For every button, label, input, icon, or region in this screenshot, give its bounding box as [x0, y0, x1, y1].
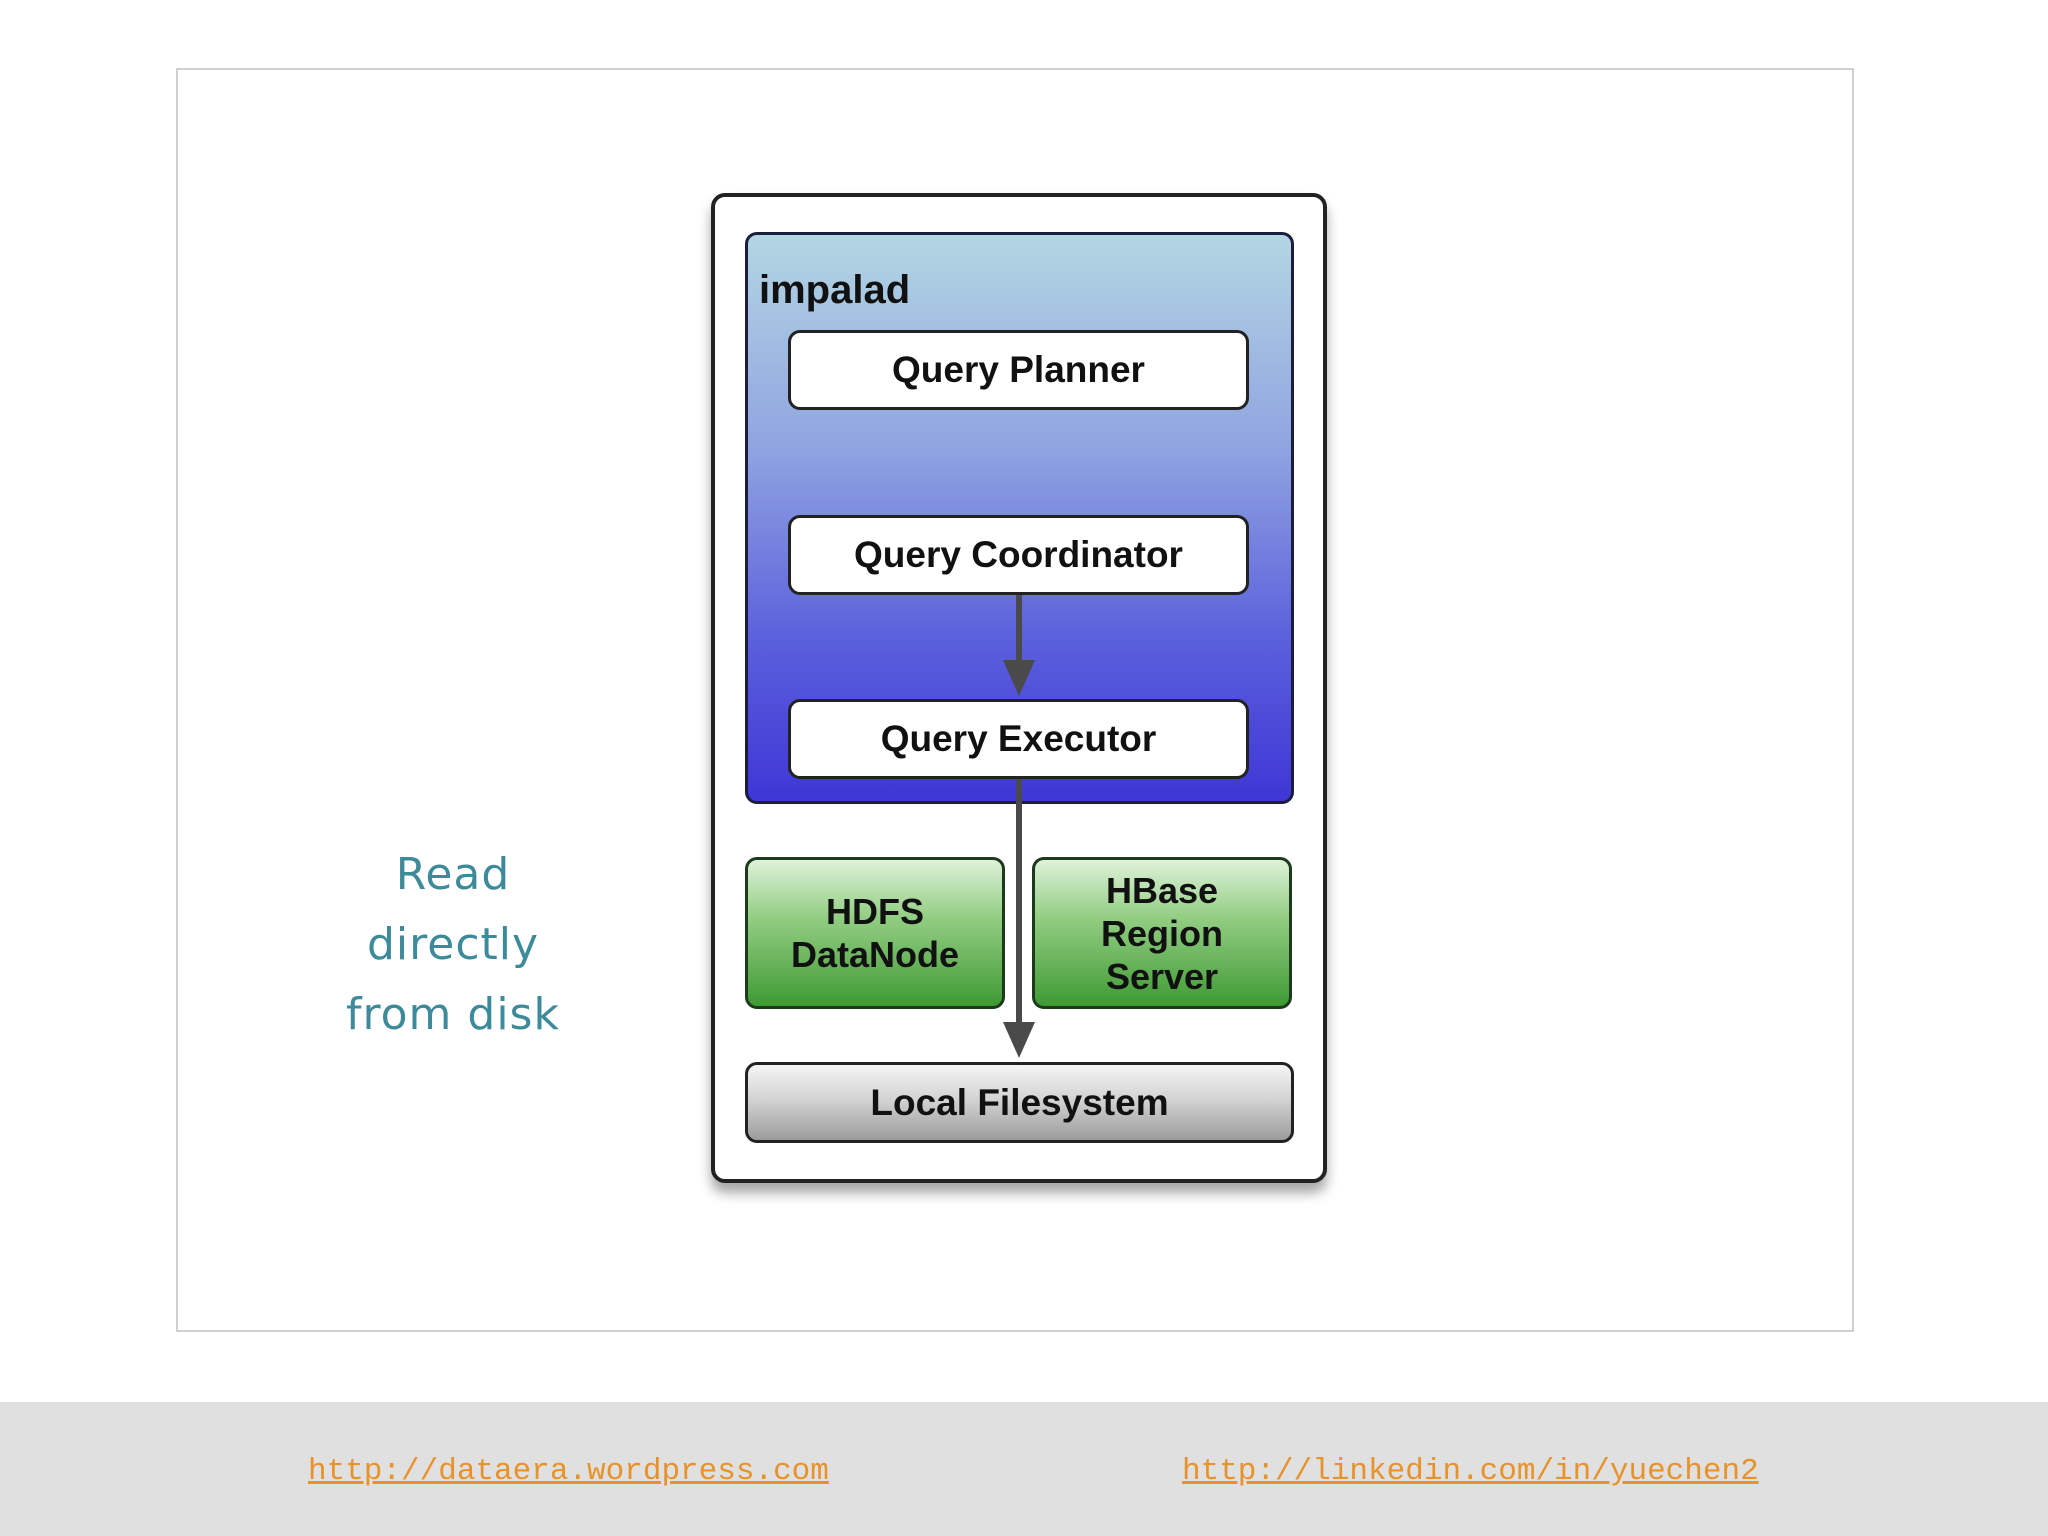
hbase-label-line-1: HBase	[1105, 869, 1219, 911]
footer-link-blog[interactable]: http://dataera.wordpress.com	[308, 1454, 829, 1489]
hbase-label-line-3: Server	[1105, 955, 1219, 997]
impalad-label: impalad	[759, 268, 911, 312]
footer-link-linkedin[interactable]: http://linkedin.com/in/yuechen2	[1182, 1454, 1759, 1489]
footer-band	[0, 1402, 2048, 1536]
hdfs-label-line-1: HDFS	[826, 891, 924, 932]
query-executor-box: Query Executor	[788, 699, 1249, 779]
hbase-region-server-box: HBase Region Server	[1032, 857, 1292, 1009]
side-note-line-1: Read	[395, 849, 511, 900]
query-executor-label: Query Executor	[880, 718, 1157, 759]
side-note-line-2: directly	[366, 919, 540, 970]
hdfs-label-line-2: DataNode	[790, 934, 960, 975]
query-planner-label: Query Planner	[892, 349, 1145, 390]
side-note-line-3: from disk	[346, 989, 560, 1040]
local-filesystem-label: Local Filesystem	[870, 1081, 1169, 1123]
query-coordinator-box: Query Coordinator	[788, 515, 1249, 595]
hdfs-datanode-box: HDFS DataNode	[745, 857, 1005, 1009]
side-note: Read directly from disk	[318, 840, 588, 1050]
arrow-coordinator-to-executor	[1003, 595, 1035, 696]
arrow-executor-to-filesystem	[1003, 779, 1035, 1058]
local-filesystem-box: Local Filesystem	[745, 1062, 1294, 1143]
query-planner-box: Query Planner	[788, 330, 1249, 410]
hbase-label-line-2: Region	[1101, 912, 1223, 954]
query-coordinator-label: Query Coordinator	[854, 534, 1183, 575]
